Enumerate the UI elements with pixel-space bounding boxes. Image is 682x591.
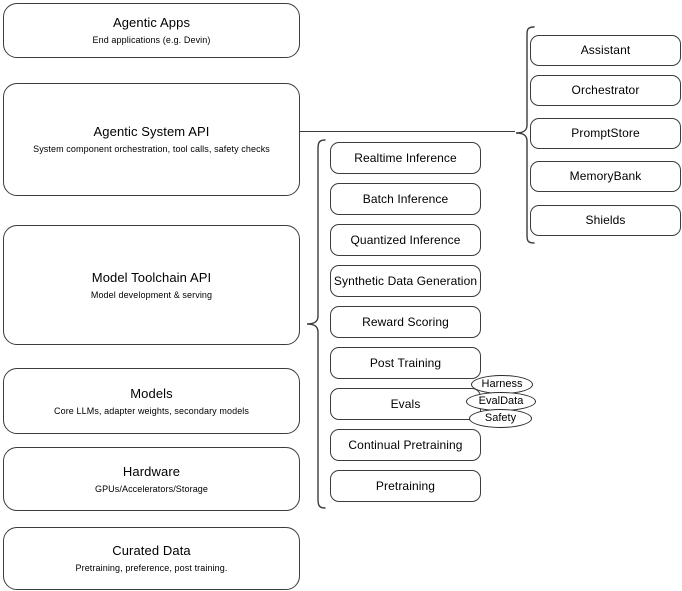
component-realtime-inference[interactable]: Realtime Inference [330, 142, 481, 174]
component-label: Evals [390, 396, 421, 411]
component-batch-inference[interactable]: Batch Inference [330, 183, 481, 215]
component-quantized-inference[interactable]: Quantized Inference [330, 224, 481, 256]
layer-subtitle: Pretraining, preference, post training. [75, 563, 228, 573]
component-label: Continual Pretraining [348, 437, 463, 452]
connector-agentic-system-to-components [300, 131, 515, 132]
layer-title: Model Toolchain API [91, 269, 212, 285]
layer-agentic-system-api[interactable]: Agentic System API System component orch… [3, 83, 300, 196]
component-shields[interactable]: Shields [530, 205, 681, 236]
component-assistant[interactable]: Assistant [530, 35, 681, 66]
evals-pill-label: Harness [481, 378, 523, 390]
evals-pill-safety[interactable]: Safety [469, 409, 532, 428]
brace-toolchain [306, 139, 326, 509]
component-label: MemoryBank [569, 169, 642, 183]
component-label: Reward Scoring [362, 314, 449, 329]
evals-pill-label: Safety [484, 412, 517, 424]
layer-models[interactable]: Models Core LLMs, adapter weights, secon… [3, 368, 300, 434]
component-memorybank[interactable]: MemoryBank [530, 161, 681, 192]
layer-hardware[interactable]: Hardware GPUs/Accelerators/Storage [3, 447, 300, 511]
component-orchestrator[interactable]: Orchestrator [530, 75, 681, 106]
layer-subtitle: System component orchestration, tool cal… [33, 144, 270, 154]
component-continual-pretraining[interactable]: Continual Pretraining [330, 429, 481, 461]
layer-title: Models [130, 385, 173, 401]
layer-subtitle: Core LLMs, adapter weights, secondary mo… [54, 405, 249, 416]
component-pretraining[interactable]: Pretraining [330, 470, 481, 502]
component-label: Synthetic Data Generation [333, 273, 478, 288]
component-label: Quantized Inference [350, 232, 461, 247]
layer-title: Agentic System API [93, 124, 210, 139]
evals-pill-label: EvalData [478, 395, 524, 407]
layer-title: Agentic Apps [112, 15, 191, 30]
layer-model-toolchain-api[interactable]: Model Toolchain API Model development & … [3, 225, 300, 345]
component-label: Pretraining [375, 478, 436, 493]
layer-curated-data[interactable]: Curated Data Pretraining, preference, po… [3, 527, 300, 590]
component-synthetic-data-generation[interactable]: Synthetic Data Generation [330, 265, 481, 297]
layer-title: Hardware [122, 463, 181, 479]
component-promptstore[interactable]: PromptStore [530, 118, 681, 149]
layer-subtitle: End applications (e.g. Devin) [92, 35, 211, 45]
component-label: PromptStore [571, 126, 640, 140]
component-label: Shields [585, 213, 626, 227]
component-label: Batch Inference [362, 191, 449, 206]
layer-subtitle: GPUs/Accelerators/Storage [94, 483, 209, 494]
layer-title: Curated Data [112, 543, 191, 558]
layer-subtitle: Model development & serving [90, 289, 213, 300]
component-reward-scoring[interactable]: Reward Scoring [330, 306, 481, 338]
component-label: Orchestrator [571, 83, 640, 97]
component-label: Post Training [369, 355, 442, 370]
layer-agentic-apps[interactable]: Agentic Apps End applications (e.g. Devi… [3, 3, 300, 58]
component-evals[interactable]: Evals [330, 388, 481, 420]
evals-pill-evaldata[interactable]: EvalData [466, 392, 536, 411]
component-label: Assistant [580, 43, 631, 57]
component-post-training[interactable]: Post Training [330, 347, 481, 379]
component-label: Realtime Inference [354, 150, 457, 165]
